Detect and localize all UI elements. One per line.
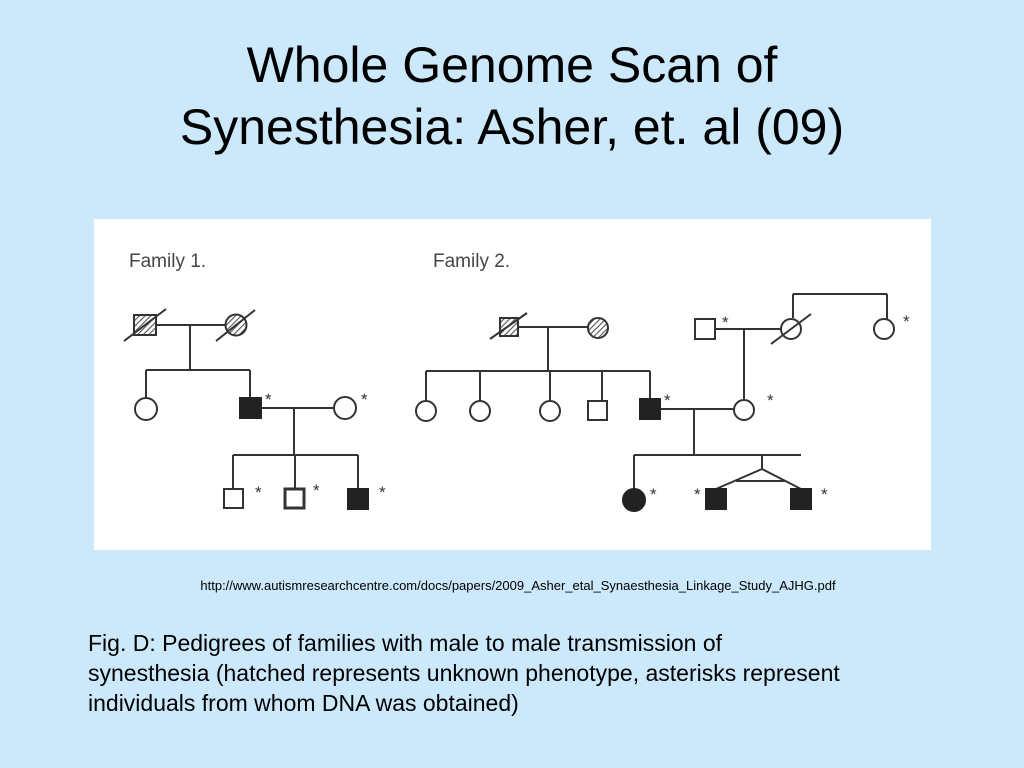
unaffected-female bbox=[469, 400, 491, 422]
affected-male-twin bbox=[790, 488, 812, 510]
unaffected-female bbox=[415, 400, 437, 422]
affected-male-twin bbox=[705, 488, 727, 510]
svg-text:*: * bbox=[664, 391, 671, 410]
affected-male bbox=[347, 488, 369, 510]
pedigree-figure: Family 1. Family 2. bbox=[94, 219, 931, 550]
svg-text:*: * bbox=[767, 391, 774, 410]
affected-female bbox=[622, 488, 646, 512]
family-2-dna-markers: * * * * * * * bbox=[650, 312, 910, 504]
unaffected-male bbox=[694, 318, 716, 340]
slide-title: Whole Genome Scan of Synesthesia: Asher,… bbox=[0, 34, 1024, 158]
unaffected-female bbox=[539, 400, 561, 422]
svg-text:*: * bbox=[821, 485, 828, 504]
title-line-2: Synesthesia: Asher, et. al (09) bbox=[179, 99, 845, 155]
svg-text:*: * bbox=[265, 390, 272, 409]
hatched-female bbox=[587, 317, 609, 339]
svg-text:*: * bbox=[313, 481, 320, 500]
family-1-dna-markers: * * * * * bbox=[255, 390, 386, 502]
title-line-1: Whole Genome Scan of bbox=[246, 37, 778, 93]
svg-text:*: * bbox=[903, 312, 910, 331]
svg-text:*: * bbox=[379, 483, 386, 502]
source-url: http://www.autismresearchcentre.com/docs… bbox=[200, 578, 836, 593]
family-2-pedigree bbox=[425, 293, 888, 490]
svg-text:*: * bbox=[722, 313, 729, 332]
family-2-label: Family 2. bbox=[433, 251, 510, 272]
affected-male bbox=[239, 397, 262, 419]
svg-text:*: * bbox=[361, 390, 368, 409]
affected-male bbox=[639, 398, 661, 420]
family-2-individuals bbox=[415, 312, 895, 512]
unaffected-female bbox=[333, 396, 357, 420]
unaffected-male bbox=[283, 487, 306, 510]
family-1-label: Family 1. bbox=[129, 251, 206, 272]
unaffected-male bbox=[223, 488, 244, 509]
family-1-individuals bbox=[123, 308, 369, 510]
svg-text:*: * bbox=[255, 483, 262, 502]
unaffected-female bbox=[733, 399, 755, 421]
family-1-pedigree bbox=[145, 324, 359, 489]
unaffected-female bbox=[134, 397, 158, 421]
unaffected-male bbox=[587, 400, 608, 421]
pedigree-diagram: Family 1. Family 2. bbox=[123, 251, 910, 512]
unaffected-female bbox=[873, 318, 895, 340]
svg-text:*: * bbox=[650, 485, 657, 504]
svg-text:*: * bbox=[694, 485, 701, 504]
figure-caption: Fig. D: Pedigrees of families with male … bbox=[88, 630, 840, 716]
